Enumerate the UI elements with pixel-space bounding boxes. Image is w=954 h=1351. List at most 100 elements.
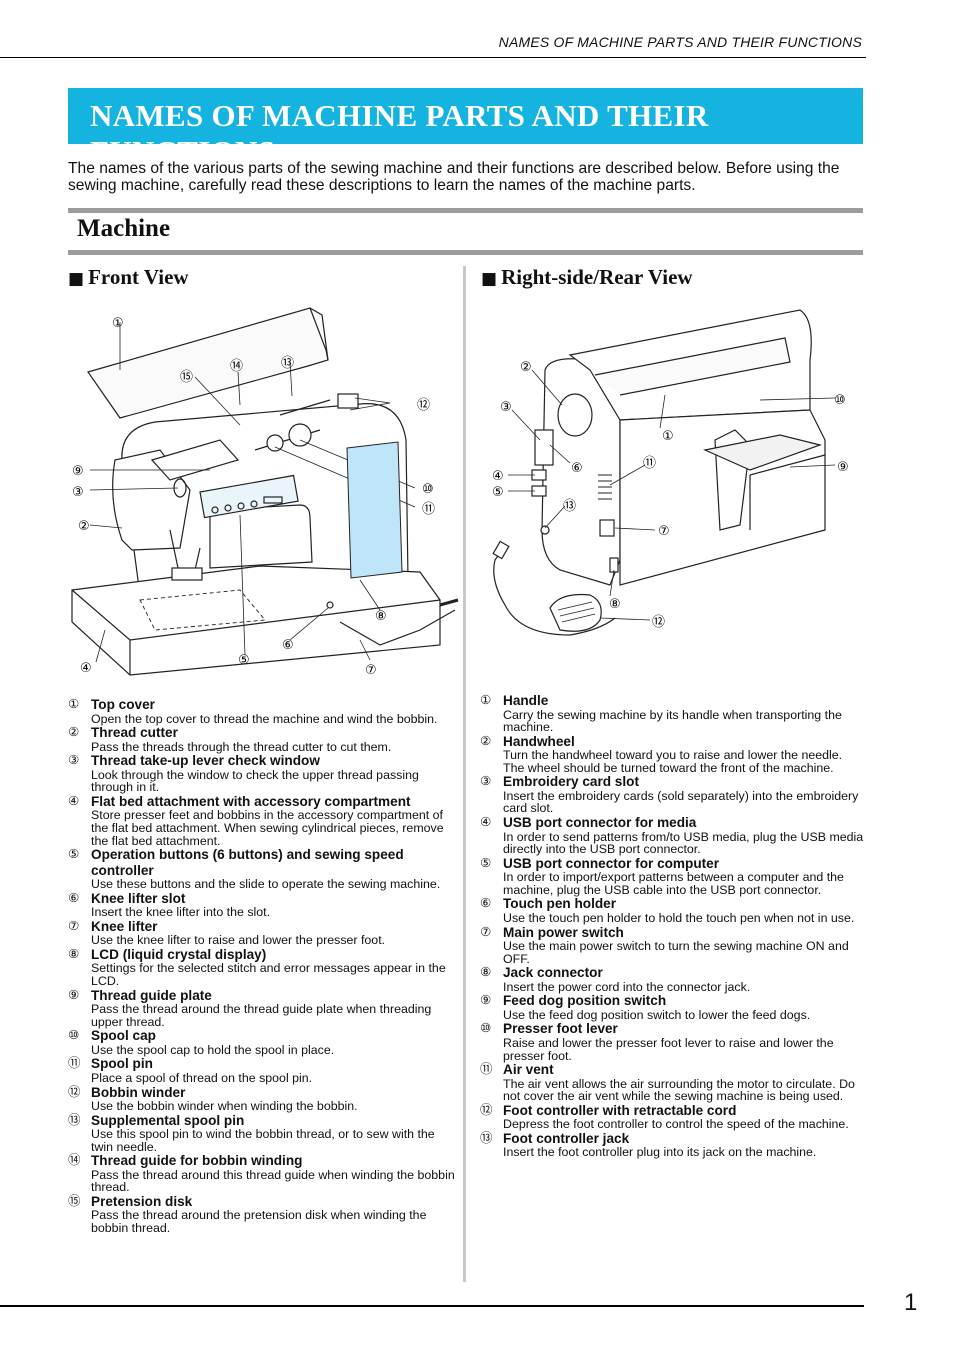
front-callout-9: ⑨: [72, 464, 84, 479]
square-bullet-icon: ■: [68, 269, 85, 289]
part-description: Insert the knee lifter into the slot.: [91, 905, 271, 920]
part-name: LCD (liquid crystal display): [91, 946, 267, 962]
front-callout-6: ⑥: [282, 638, 294, 653]
part-name: Foot controller with retractable cord: [503, 1102, 737, 1118]
part-description: Use this spool pin to wind the bobbin th…: [91, 1127, 435, 1154]
page-number: 1: [904, 1289, 918, 1316]
item-number: ⑬: [68, 1111, 81, 1127]
item-number: ⑩: [480, 1020, 492, 1036]
item-number: ⑧: [480, 964, 492, 980]
item-number: ⑩: [68, 1027, 80, 1043]
part-name: Knee lifter slot: [91, 890, 186, 906]
item-number: ⑦: [68, 917, 80, 933]
front-callout-7: ⑦: [365, 663, 377, 678]
item-number: ⑪: [480, 1061, 493, 1077]
item-number: ⑤: [480, 854, 492, 870]
part-name: Thread cutter: [91, 725, 178, 741]
rear-callout-1: ①: [662, 429, 674, 444]
part-name: Supplemental spool pin: [91, 1112, 245, 1128]
part-description: Insert the foot controller plug into its…: [503, 1145, 817, 1160]
front-view-illustration: ① ② ③ ④ ⑤ ⑥ ⑦ ⑧ ⑨ ⑩ ⑪ ⑫ ⑬ ⑭ ⑮: [71, 307, 459, 678]
front-callout-4: ④: [80, 661, 92, 676]
rear-callout-5: ⑤: [492, 485, 504, 500]
item-number: ②: [68, 724, 80, 740]
item-number: ⑧: [68, 945, 80, 961]
rear-callout-2: ②: [520, 360, 532, 375]
item-number: ⑫: [68, 1083, 81, 1099]
item-number: ⑭: [68, 1152, 81, 1168]
part-name: USB port connector for media: [503, 815, 697, 831]
column-divider: [463, 266, 466, 1282]
front-callout-5: ⑤: [238, 653, 250, 668]
part-description: Settings for the selected stitch and err…: [91, 961, 446, 989]
part-name: Pretension disk: [91, 1193, 193, 1209]
front-callout-12: ⑫: [417, 398, 430, 413]
part-name: Thread guide for bobbin winding: [91, 1153, 303, 1169]
item-number: ③: [480, 773, 492, 789]
part-name: Jack connector: [503, 965, 603, 981]
part-name: Main power switch: [503, 924, 624, 940]
part-name: Thread take-up lever check window: [91, 753, 320, 769]
item-number: ⑪: [68, 1055, 81, 1071]
front-callout-10: ⑩: [422, 482, 434, 497]
front-callout-13: ⑬: [281, 356, 294, 371]
footer-rule: [0, 1305, 864, 1307]
part-name: Thread guide plate: [91, 987, 212, 1003]
part-description: Use the knee lifter to raise and lower t…: [91, 933, 386, 948]
front-callout-8: ⑧: [375, 609, 387, 624]
front-callout-3: ③: [72, 485, 84, 500]
front-callout-11: ⑪: [422, 502, 435, 517]
header-rule: [0, 57, 866, 58]
rear-view-heading-text: Right-side/Rear View: [501, 265, 693, 289]
rear-callout-6: ⑥: [571, 461, 583, 476]
part-description: Store presser feet and bobbins in the ac…: [91, 808, 444, 848]
item-number: ⑫: [480, 1101, 493, 1117]
rear-view-heading: ■Right-side/Rear View: [481, 265, 693, 290]
part-description: The air vent allows the air surrounding …: [503, 1076, 855, 1104]
part-name: Handwheel: [503, 733, 575, 749]
item-number: ④: [480, 814, 492, 830]
part-description: Raise and lower the presser foot lever t…: [503, 1035, 834, 1063]
item-number: ⑥: [480, 895, 492, 911]
part-name: Top cover: [91, 697, 155, 712]
part-name: Embroidery card slot: [503, 774, 639, 790]
part-name: Touch pen holder: [503, 896, 617, 912]
part-description: Use the main power switch to turn the se…: [503, 939, 849, 966]
part-description: In order to import/export patterns betwe…: [503, 870, 844, 897]
rear-callout-3: ③: [500, 400, 512, 415]
part-description: Insert the power cord into the connector…: [503, 979, 751, 994]
part-name: Spool cap: [91, 1028, 156, 1044]
section-rule-bottom: [68, 250, 863, 255]
part-name: Knee lifter: [91, 918, 158, 934]
part-description: Use the touch pen holder to hold the tou…: [503, 910, 855, 925]
part-name: Spool pin: [91, 1056, 153, 1072]
part-name: USB port connector for computer: [503, 855, 719, 871]
item-number: ⑮: [68, 1192, 81, 1208]
front-view-heading: ■Front View: [68, 265, 189, 290]
lcd-screen: [346, 441, 403, 579]
part-description: Use the spool cap to hold the spool in p…: [91, 1042, 335, 1057]
item-number: ①: [68, 696, 80, 711]
part-description: Use the bobbin winder when winding the b…: [91, 1099, 358, 1113]
part-description: Place a spool of thread on the spool pin…: [91, 1070, 313, 1085]
part-description: Pass the threads through the thread cutt…: [91, 739, 392, 754]
